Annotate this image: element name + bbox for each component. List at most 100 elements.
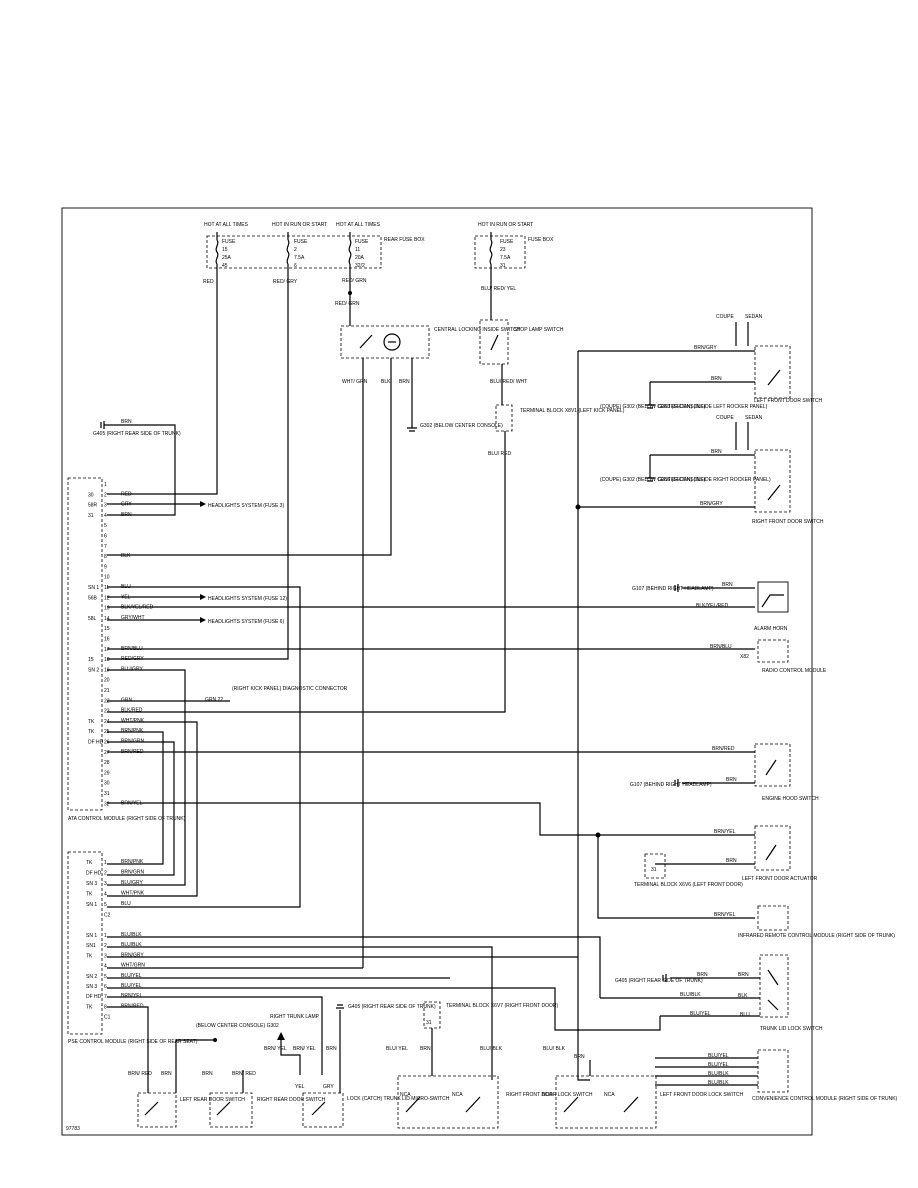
pse-pin-number: C2: [104, 913, 111, 919]
ata-pin-number: 15: [104, 626, 110, 632]
svg-text:BRN: BRN: [726, 858, 737, 864]
svg-text:11: 11: [355, 247, 360, 253]
svg-text:BRN: BRN: [121, 419, 132, 425]
pse-pin-wire: BLU/YEL: [121, 983, 142, 989]
svg-text:BRN/GRY: BRN/GRY: [700, 501, 723, 507]
trunk-lid-lock-switch: [759, 954, 789, 1018]
svg-text:TRUNK LID LOCK SWITCH: TRUNK LID LOCK SWITCH: [760, 1026, 823, 1032]
pse-pin-wire: BLU/BLK: [121, 932, 142, 938]
ata-pin-number: 16: [104, 637, 110, 643]
svg-text:GRY: GRY: [323, 1084, 334, 1090]
right-front-door-switch: [754, 449, 791, 513]
svg-text:BRN: BRN: [711, 449, 722, 455]
ata-pin-number: 12: [104, 595, 110, 601]
ata-pin-wire: GRN: [121, 697, 133, 703]
ata-pin-number: 7: [104, 544, 107, 550]
svg-text:FUSE: FUSE: [355, 239, 369, 245]
ata-pin-number: 9: [104, 564, 107, 570]
ata-pin-number: 13: [104, 606, 110, 612]
svg-text:NCA: NCA: [452, 1092, 463, 1098]
svg-text:G107 (BEHIND RIGHT HEADLAMP): G107 (BEHIND RIGHT HEADLAMP): [630, 782, 712, 788]
ata-pin-number: 21: [104, 688, 110, 694]
svg-text:ATA CONTROL MODULE (RIGHT SIDE: ATA CONTROL MODULE (RIGHT SIDE OF TRUNK): [68, 816, 186, 822]
left-rear-door-switch: [137, 1092, 177, 1128]
svg-text:BLU/ YEL: BLU/ YEL: [386, 1046, 408, 1052]
ata-pin-number: 6: [104, 534, 107, 540]
right-rear-door-switch: [209, 1092, 253, 1128]
pse-pin-number: 3: [104, 953, 107, 959]
svg-text:HOT IN RUN OR START: HOT IN RUN OR START: [478, 222, 533, 228]
pse-pin-number: 1: [104, 933, 107, 939]
svg-text:LEFT REAR DOOR SWITCH: LEFT REAR DOOR SWITCH: [180, 1097, 245, 1103]
svg-text:BLU/YEL: BLU/YEL: [690, 1011, 711, 1017]
right-front-door-lock-switch: [397, 1075, 499, 1129]
svg-text:LEFT FRONT DOOR ACTUATOR: LEFT FRONT DOOR ACTUATOR: [742, 876, 818, 882]
central-locking-switch: [340, 325, 430, 359]
pse-pin-number: 5: [104, 974, 107, 980]
svg-text:BRN: BRN: [711, 376, 722, 382]
terminal-block-x8v1: [495, 404, 513, 432]
svg-text:INFRARED REMOTE CONTROL MODULE: INFRARED REMOTE CONTROL MODULE (RIGHT SI…: [738, 933, 895, 939]
svg-text:BRN/YEL: BRN/YEL: [714, 829, 736, 835]
convenience-control-module: [757, 1049, 789, 1093]
ata-pin-number: 3: [104, 503, 107, 509]
svg-text:HOT AT ALL TIMES: HOT AT ALL TIMES: [336, 222, 381, 228]
svg-text:ALARM HORN: ALARM HORN: [754, 626, 788, 632]
svg-text:GRN 22: GRN 22: [205, 697, 223, 703]
svg-text:HOT IN RUN OR START: HOT IN RUN OR START: [272, 222, 327, 228]
ata-pin-wire: BRN/PNK: [121, 728, 144, 734]
svg-text:7.5A: 7.5A: [500, 255, 511, 261]
svg-text:COUPE: COUPE: [716, 415, 734, 421]
ata-pin-number: 26: [104, 740, 110, 746]
pse-pin-number: 8: [104, 1004, 107, 1010]
svg-text:BRN: BRN: [574, 1054, 585, 1060]
svg-text:REAR FUSE BOX: REAR FUSE BOX: [384, 237, 425, 243]
front-fuse-box: FUSE BOX: [474, 235, 554, 269]
svg-text:RADIO CONTROL MODULE: RADIO CONTROL MODULE: [762, 668, 827, 674]
ata-pin-function: SN 1: [88, 585, 99, 591]
pse-pin-function: SN 2: [86, 974, 97, 980]
ata-pin-number: 11: [104, 585, 109, 591]
left-front-door-actuator: [754, 825, 791, 871]
svg-text:PSE CONTROL MODULE (RIGHT SIDE: PSE CONTROL MODULE (RIGHT SIDE OF REAR S…: [68, 1039, 198, 1045]
ata-pin-number: 23: [104, 709, 110, 715]
svg-text:97783: 97783: [66, 1126, 80, 1132]
svg-text:ENGINE HOOD SWITCH: ENGINE HOOD SWITCH: [762, 796, 819, 802]
ata-pin-number: 24: [104, 719, 110, 725]
ata-pin-wire: WHT/PNK: [121, 718, 145, 724]
svg-text:COUPE: COUPE: [716, 314, 734, 320]
pse-pin-number: 3: [104, 881, 107, 887]
svg-text:NCA: NCA: [542, 1092, 553, 1098]
ata-pin-number: 19: [104, 667, 110, 673]
pse-pin-wire: WHT/GRN: [121, 963, 145, 969]
ata-pin-function: DF HD: [88, 740, 104, 746]
pse-pin-function: SN 1: [86, 933, 97, 939]
svg-text:FUSE BOX: FUSE BOX: [528, 237, 554, 243]
svg-text:TERMINAL BLOCK X8V1 (LEFT KICK: TERMINAL BLOCK X8V1 (LEFT KICK PANEL): [520, 408, 625, 414]
svg-text:(BELOW CENTER CONSOLE) G302: (BELOW CENTER CONSOLE) G302: [196, 1023, 279, 1029]
ata-pin-wire: BLK: [121, 553, 131, 559]
pse-pin-wire: BLU: [121, 901, 131, 907]
svg-text:BRN/RED: BRN/RED: [712, 746, 735, 752]
svg-text:FUSE: FUSE: [294, 239, 308, 245]
pse-pin-number: 4: [104, 892, 107, 898]
svg-text:CONVENIENCE CONTROL MODULE (RI: CONVENIENCE CONTROL MODULE (RIGHT SIDE O…: [752, 1096, 898, 1102]
ata-pin-number: 10: [104, 575, 110, 581]
svg-text:15: 15: [222, 247, 228, 253]
svg-text:BRN/ YEL: BRN/ YEL: [293, 1046, 316, 1052]
svg-text:BLU/ BLK: BLU/ BLK: [543, 1046, 566, 1052]
svg-text:BRN: BRN: [722, 582, 733, 588]
svg-text:31: 31: [426, 1020, 432, 1026]
alarm-horn: [757, 581, 789, 613]
svg-text:7.5A: 7.5A: [294, 255, 305, 261]
pse-pin-function: DF HD: [86, 871, 102, 877]
ata-pin-number: 2: [104, 492, 107, 498]
svg-text:BRN: BRN: [726, 777, 737, 783]
stop-lamp-switch: [479, 319, 509, 365]
pse-pin-wire: WHT/PNK: [121, 891, 145, 897]
svg-text:BLU/ BLK: BLU/ BLK: [480, 1046, 503, 1052]
pse-pin-wire: BRN/GRN: [121, 870, 144, 876]
